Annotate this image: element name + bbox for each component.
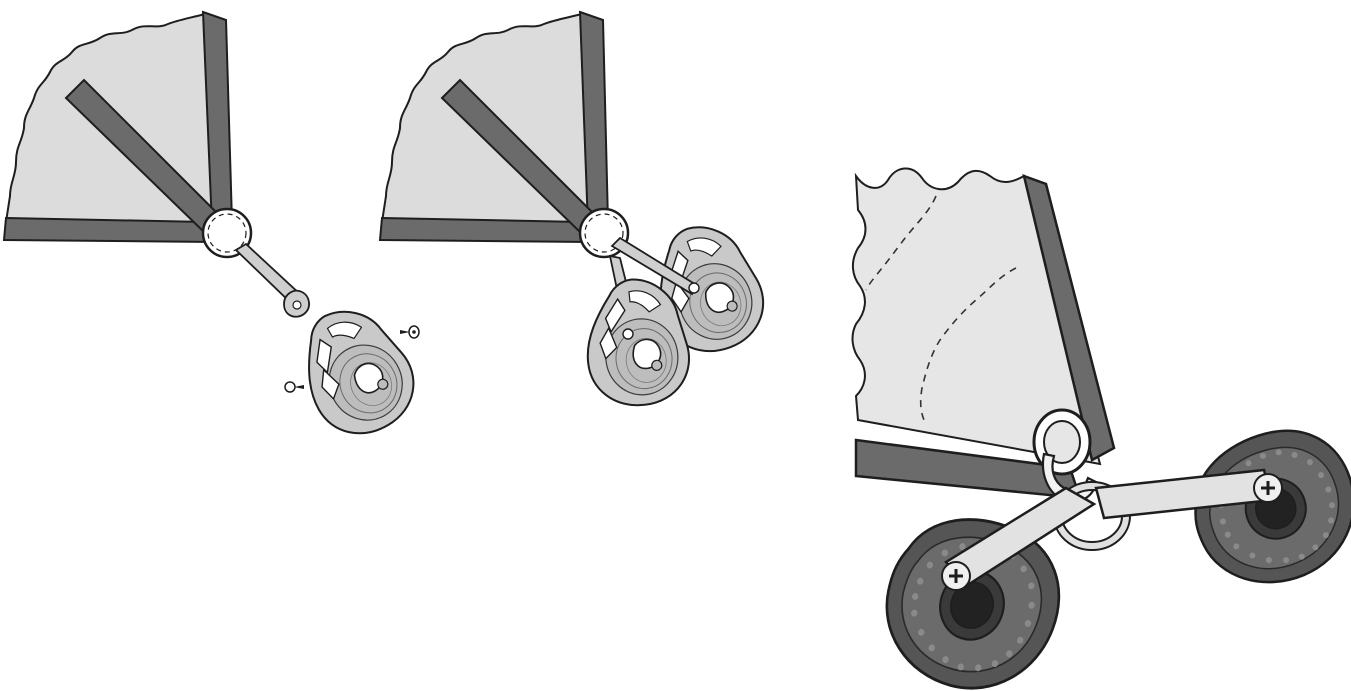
- screw-icon: [942, 562, 970, 590]
- panel-step-2: [380, 12, 776, 410]
- screw-icon: [285, 382, 304, 392]
- sail-tape-horizontal: [380, 218, 590, 242]
- panel-step-3-detail: [853, 168, 1351, 691]
- screw-icon: [400, 326, 419, 338]
- panel-step-1: [4, 12, 430, 451]
- screw-icon: [1254, 474, 1282, 502]
- sail-tape-horizontal: [4, 218, 214, 242]
